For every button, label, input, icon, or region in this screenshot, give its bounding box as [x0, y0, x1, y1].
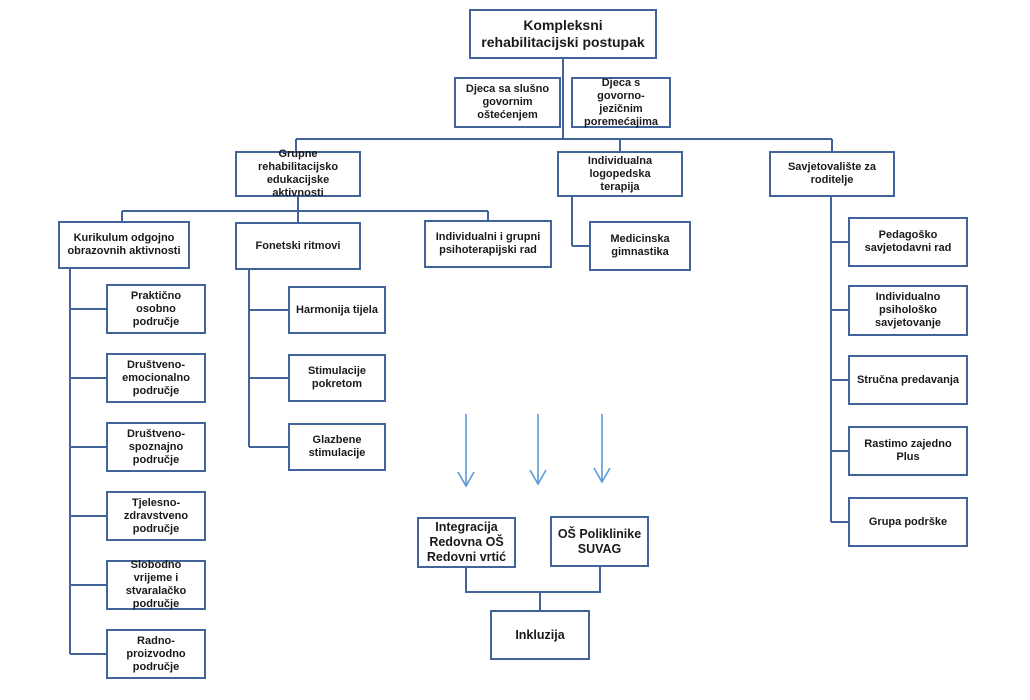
counseling-item: Stručna predavanja: [848, 355, 968, 405]
individual-therapy-node: Individualna logopedska terapija: [557, 151, 683, 197]
down-arrow-head: [593, 467, 611, 484]
phonetic-item: Stimulacije pokretom: [288, 354, 386, 402]
inclusion-node: Inkluzija: [490, 610, 590, 660]
curriculum-item: Društveno- emocionalno područje: [106, 353, 206, 403]
group-activities-node: Grupne rehabilitacijsko edukacijske akti…: [235, 148, 361, 199]
psychotherapy-node: Individualni i grupni psihoterapijski ra…: [424, 220, 552, 268]
target-group-speech: Djeca s govorno- jezičnim poremećajima: [571, 77, 671, 128]
curriculum-item: Tjelesno- zdravstveno područje: [106, 491, 206, 541]
suvag-school-node: OŠ Poliklinike SUVAG: [550, 516, 649, 567]
phonetic-item: Harmonija tijela: [288, 286, 386, 334]
down-arrow-head: [457, 471, 475, 488]
parent-counseling-node: Savjetovalište za roditelje: [769, 151, 895, 197]
counseling-item: Pedagoško savjetodavni rad: [848, 217, 968, 267]
integration-node: Integracija Redovna OŠ Redovni vrtić: [417, 517, 516, 568]
root-node: Kompleksni rehabilitacijski postupak: [469, 9, 657, 59]
counseling-item: Grupa podrške: [848, 497, 968, 547]
individual-therapy-item: Medicinska gimnastika: [589, 221, 691, 271]
counseling-item: Rastimo zajedno Plus: [848, 426, 968, 476]
phonetic-item: Glazbene stimulacije: [288, 423, 386, 471]
target-group-hearing: Djeca sa slušno govornim oštećenjem: [454, 77, 561, 128]
down-arrow-head: [529, 469, 547, 486]
curriculum-item: Praktično osobno područje: [106, 284, 206, 334]
phonetic-rhythms-node: Fonetski ritmovi: [235, 222, 361, 270]
curriculum-item: Društveno- spoznajno područje: [106, 422, 206, 472]
curriculum-node: Kurikulum odgojno obrazovnih aktivnosti: [58, 221, 190, 269]
counseling-item: Individualno psihološko savjetovanje: [848, 285, 968, 336]
curriculum-item: Slobodno vrijeme i stvaralačko područje: [106, 559, 206, 610]
outcomes-join-connector: [465, 567, 601, 593]
curriculum-item: Radno-proizvodno područje: [106, 629, 206, 679]
